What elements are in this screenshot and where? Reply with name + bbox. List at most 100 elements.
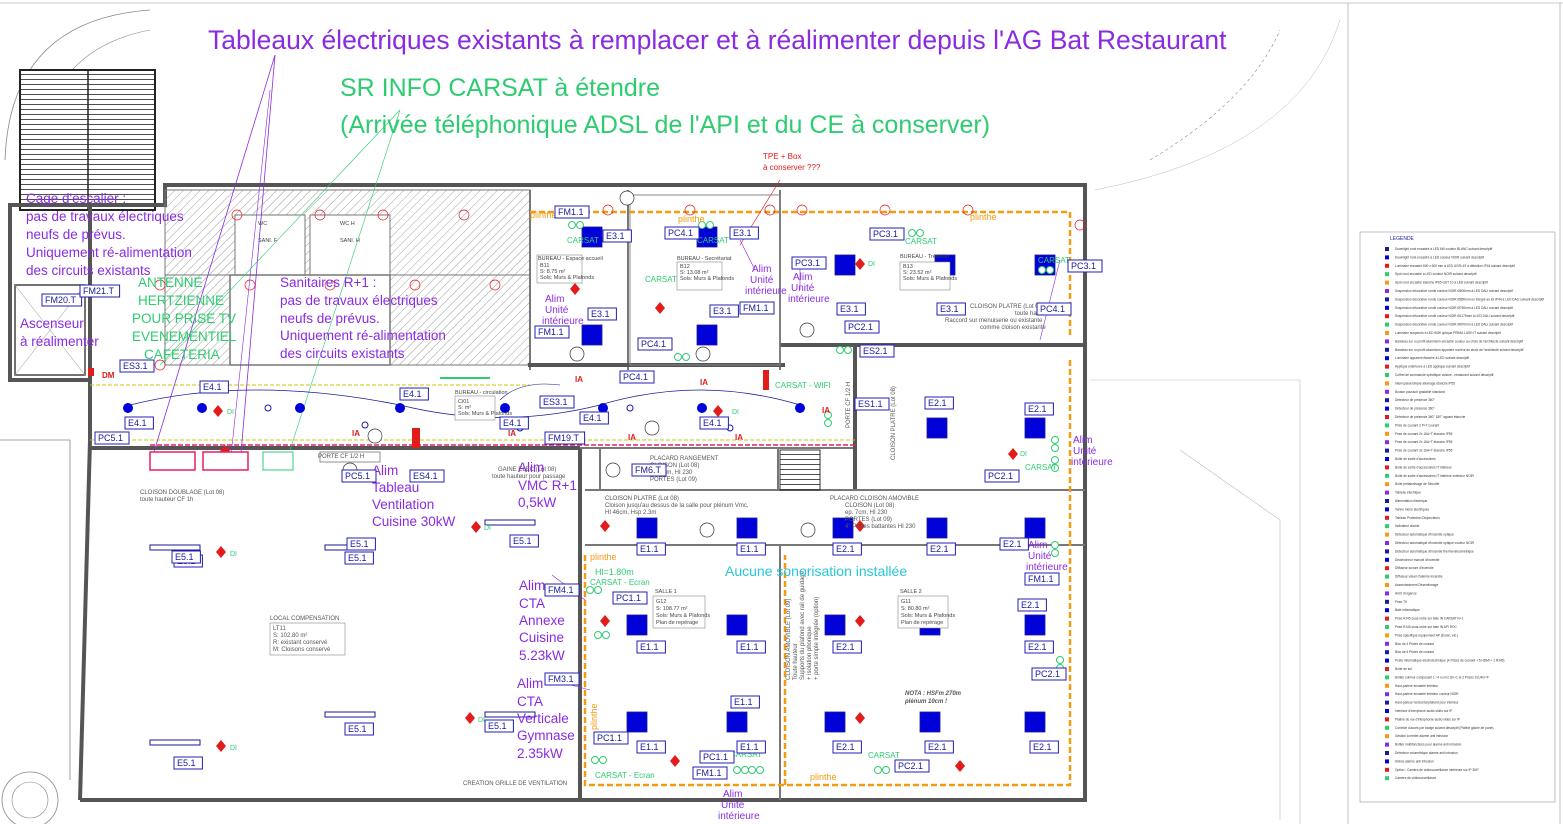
legend-item: Boîtier multifonctions pour alarme anti … [1395,743,1462,747]
fire-detectors [88,258,1018,772]
note-hl: Hl=1.80m [595,567,634,577]
svg-text:IA: IA [700,378,708,387]
svg-text:PC2.1: PC2.1 [898,761,923,771]
equipment-tag: E2.1 [924,740,954,754]
svg-text:PC4.1: PC4.1 [641,339,666,349]
svg-text:CTA: CTA [519,596,545,611]
svg-text:Cage d'escalier :: Cage d'escalier : [26,191,126,206]
equipment-tag: PC2.1 [1031,667,1067,681]
equipment-tag: FM4.1 [544,583,580,597]
equipment-tag: FM19.T [544,431,586,445]
svg-text:E1.1: E1.1 [734,697,753,707]
equipment-tag: ES4.1 [409,469,445,483]
legend-symbol [1385,557,1389,562]
legend-symbol [1385,734,1389,739]
svg-text:E2.1: E2.1 [1003,539,1022,549]
legend-item: Luminaire suspendu à LED 50W optique PRI… [1395,331,1501,335]
svg-text:FM1.1: FM1.1 [696,768,722,778]
svg-text:PC2.1: PC2.1 [848,322,873,332]
svg-text:PC5.1: PC5.1 [98,433,123,443]
legend-symbol [1385,709,1389,713]
legend-symbol [1385,625,1389,629]
legend-symbol [1385,549,1389,554]
svg-text:des circuits existants: des circuits existants [26,263,151,278]
svg-text:DI: DI [1020,451,1027,458]
ia-labels: IA IA IA IA IA IA IA DM [102,371,830,442]
equipment-tag: E3.1 [936,302,966,316]
svg-text:ES1.1: ES1.1 [858,399,883,409]
nota-hsf: NOTA : HSFm 270m [905,691,962,697]
legend-item: Détecteur volumétrique alarme anti intru… [1395,751,1458,755]
legend-item: Spot rond encastré à LED couleur NOIR su… [1395,272,1477,276]
equipment-tag: PC1.1 [612,591,648,605]
svg-text:E2.1: E2.1 [928,398,947,408]
note-alim-vmc: Alim VMC R+1 0,5kW [518,460,577,510]
svg-text:0,5kW: 0,5kW [518,495,557,510]
cloison-platre-2-1: Cloison jusqu'au dessus de la salle pour… [605,503,749,509]
equipment-tag: E2.1 [924,396,954,410]
cloison-amovible-4: + porte simple intégrée (option) [814,597,820,680]
svg-text:E5.1: E5.1 [513,536,532,546]
equipment-tag: E2.1 [1029,740,1059,754]
svg-text:VMC R+1: VMC R+1 [518,478,577,493]
equipment-tag: E4.1 [499,416,529,430]
svg-text:LOCAL COMPENSATION: LOCAL COMPENSATION [270,616,339,622]
svg-text:S: m²: S: m² [458,405,471,411]
equipment-tag: E4.1 [579,411,609,425]
legend-item: Poste informatique électrotechnique (4 P… [1395,659,1505,663]
room-b12: BUREAU - Secrétariat B12 S: 13.08 m² Sol… [676,256,734,291]
svg-text:E1.1: E1.1 [640,742,659,752]
svg-text:Unité: Unité [545,305,569,316]
room-g11: SALLE 2 G11 S: 80.80 m² Sols: Murs & Pla… [897,589,955,629]
legend-symbol [1385,331,1389,335]
legend-item: Suspension décorative ronde couleur NOIR… [1395,306,1513,310]
svg-text:CARSAT: CARSAT [697,236,729,245]
svg-text:Alim: Alim [723,789,742,800]
svg-text:Ci01: Ci01 [458,399,469,405]
room-b11: BUREAU - Espace accueil B11 S: 8.75 m² S… [536,254,603,284]
equipment-tag: E5.1 [346,537,376,551]
equipment-tag: PC4.1 [637,337,673,351]
svg-text:Alim: Alim [545,294,564,305]
svg-text:Unité: Unité [750,275,774,286]
legend-item: Bouton poussoir gradable standard [1395,390,1445,394]
svg-text:ANTENNE: ANTENNE [138,275,203,290]
legend-item: Détecteur automatique d'incendie optique… [1395,541,1475,545]
legend-item: Prise TV [1395,600,1408,604]
legend-symbol [1385,255,1389,260]
legend-symbol [1385,280,1389,285]
svg-text:intérieure: intérieure [788,294,830,305]
svg-text:PC5.1: PC5.1 [345,471,370,481]
title-sr-info: SR INFO CARSAT à étendre [340,74,660,102]
legend-symbol [1385,591,1389,596]
legend-item: Détecteur de présence 360° [1395,407,1435,411]
svg-text:E1.1: E1.1 [740,544,759,554]
legend-symbol [1385,305,1389,310]
legend-item: Bloc de 6 Prises de courant [1395,650,1434,654]
svg-text:BUREAU - Trésorier: BUREAU - Trésorier [900,254,950,260]
equipment-tag: E1.1 [736,740,766,754]
legend-symbol [1385,532,1389,537]
svg-text:IA: IA [735,433,743,442]
svg-text:plinthe: plinthe [590,552,617,562]
svg-text:FM1.1: FM1.1 [743,303,769,313]
cloison-platre-2: CLOISON PLATRE (Lot 08) [605,496,679,502]
equipment-tag: PC2.1 [844,320,880,334]
svg-text:WC H: WC H [340,221,355,227]
legend-item: Caméra de vidéosurveillance [1395,776,1436,780]
legend-item: Prise spécifique équipement AP (Écran, e… [1395,632,1458,637]
legend-symbol [1385,406,1389,411]
equipment-tag: PC5.1 [94,431,130,445]
svg-text:des circuits existants: des circuits existants [280,346,405,361]
svg-text:plinthe: plinthe [589,703,599,730]
equipment-tag: PC1.1 [593,731,629,745]
placard-amovible-3: PORTES (Lot 09) [845,517,892,523]
svg-text:E4.1: E4.1 [403,389,422,399]
legend-symbol [1385,641,1389,646]
legend-item: Interrupteur/simple allumage étanche IP5… [1395,381,1455,385]
legend-symbol [1385,692,1389,697]
svg-text:Sols: Murs & Plafonds: Sols: Murs & Plafonds [656,613,710,619]
legend-item: Prise de courant 2 P+T courant [1395,423,1439,427]
svg-text:FM1.1: FM1.1 [1028,574,1054,584]
legend-symbol [1385,633,1389,638]
